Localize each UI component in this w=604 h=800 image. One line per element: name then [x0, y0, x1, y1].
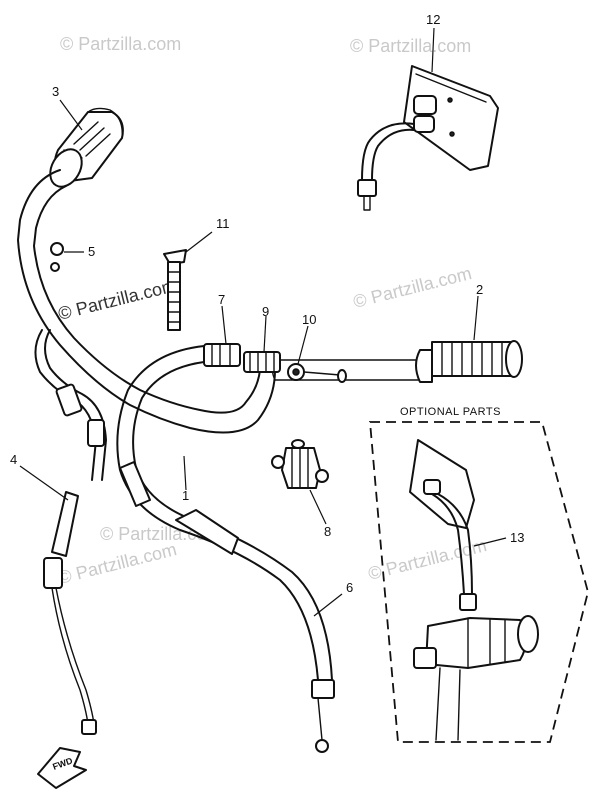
callout-4: 4 — [10, 452, 17, 467]
clip-nut — [50, 242, 64, 272]
mirror — [357, 65, 499, 211]
callouts: 3 5 11 7 9 10 2 12 4 1 8 6 13 — [10, 12, 524, 595]
callout-7: 7 — [218, 292, 225, 307]
cable-tie — [163, 249, 187, 331]
callout-1: 1 — [182, 488, 189, 503]
throttle-fittings — [203, 343, 347, 383]
optional-parts-label: OPTIONAL PARTS — [400, 406, 501, 418]
callout-3: 3 — [52, 84, 59, 99]
callout-10: 10 — [302, 312, 316, 327]
watermark-5: © Partzilla.com — [56, 539, 179, 588]
callout-12: 12 — [426, 12, 440, 27]
callout-6: 6 — [346, 580, 353, 595]
watermark-1: © Partzilla.com — [60, 34, 181, 54]
callout-13: 13 — [510, 530, 524, 545]
switch-housing — [271, 439, 329, 489]
watermark-2: © Partzilla.com — [350, 36, 471, 56]
clutch-cable — [34, 329, 107, 735]
left-grip — [49, 107, 124, 188]
callout-2: 2 — [476, 282, 483, 297]
optional-parts-box: OPTIONAL PARTS — [369, 406, 589, 743]
callout-9: 9 — [262, 304, 269, 319]
optional-mirror — [409, 439, 539, 741]
watermark-4: © Partzilla.com — [351, 263, 474, 312]
callout-8: 8 — [324, 524, 331, 539]
leader-lines — [19, 27, 507, 617]
callout-5: 5 — [88, 244, 95, 259]
forward-arrow: FWD — [37, 747, 87, 789]
throttle-cable — [116, 345, 335, 753]
callout-11: 11 — [216, 216, 230, 231]
right-grip — [415, 340, 523, 383]
watermark-3: © Partzilla.com — [56, 275, 179, 324]
